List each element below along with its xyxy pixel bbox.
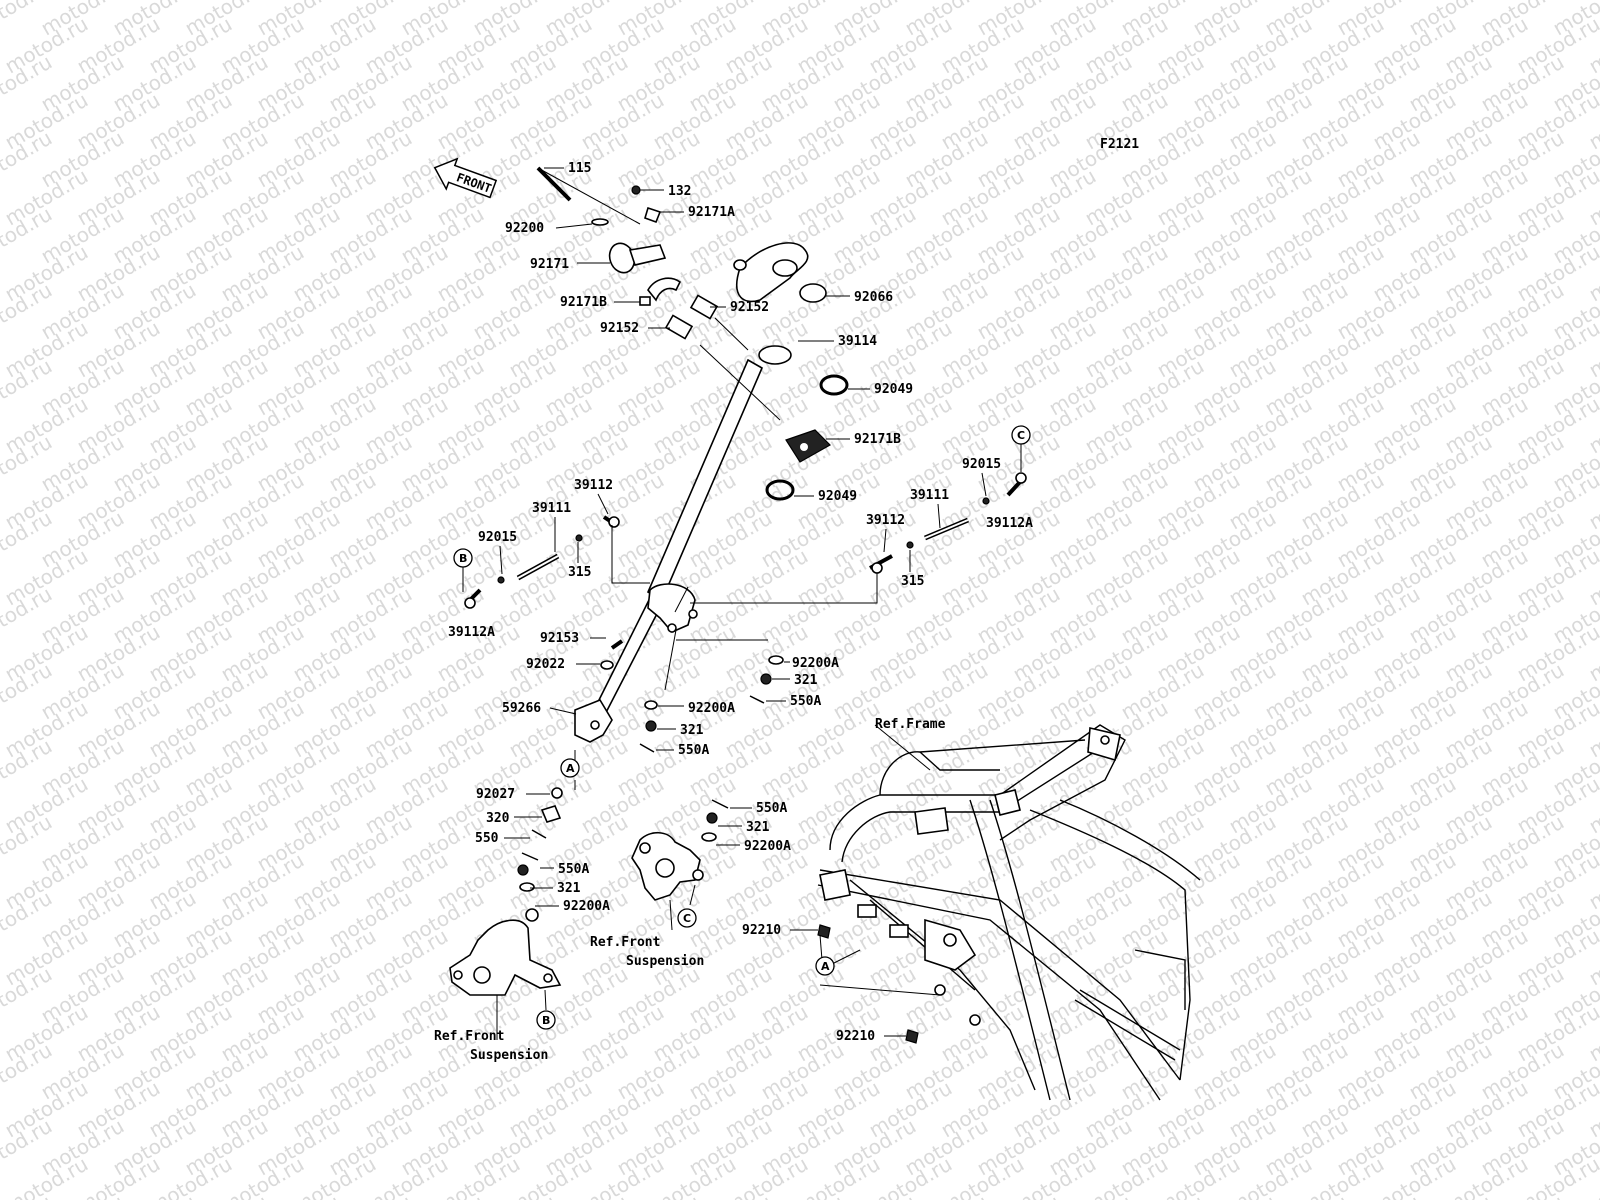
figure-code: F2121	[1100, 137, 1139, 152]
part-label-92171B-top: 92171B	[560, 295, 607, 310]
part-label-92015-right: 92015	[962, 457, 1001, 472]
right-knuckle-drawing	[631, 799, 729, 931]
part-label-92171B-mid: 92171B	[854, 432, 901, 447]
part-label-39114: 39114	[838, 334, 877, 349]
part-label-321-a: 321	[794, 673, 818, 688]
callout-a-top: A	[560, 758, 580, 778]
part-label-132: 132	[668, 184, 691, 199]
part-label-550A-c: 550A	[558, 862, 589, 877]
callout-c-top: C	[1011, 425, 1031, 472]
part-label-92200: 92200	[505, 221, 544, 236]
svg-text:B: B	[459, 552, 467, 565]
left-knuckle-drawing	[449, 852, 562, 1040]
part-label-550A-b: 550A	[678, 743, 709, 758]
front-arrow-icon: FRONT	[433, 157, 498, 199]
part-label-321-b: 321	[680, 723, 704, 738]
part-label-550A-d: 550A	[756, 801, 787, 816]
part-label-92200A-d: 92200A	[744, 839, 791, 854]
ref-front-suspension-left-line2: Suspension	[470, 1048, 548, 1063]
part-label-92049-a: 92049	[874, 382, 913, 397]
ref-frame-label: Ref.Frame	[875, 717, 946, 732]
part-label-39112-left: 39112	[574, 478, 613, 493]
ref-front-suspension-right-line2: Suspension	[626, 954, 704, 969]
frame-drawing	[817, 724, 1201, 1101]
callout-b-top: B	[453, 548, 473, 592]
callout-c-bottom: C	[677, 908, 697, 928]
part-label-39112A-right: 39112A	[986, 516, 1033, 531]
part-label-39112A-left: 39112A	[448, 625, 495, 640]
part-labels: 115 132 92171A 92200 92171 92171B 92152 …	[448, 161, 1033, 1044]
svg-text:A: A	[566, 762, 575, 775]
part-label-92027: 92027	[476, 787, 515, 802]
steering-shaft-assembly	[464, 166, 1027, 839]
part-label-321-d: 321	[746, 820, 770, 835]
part-label-92049-b: 92049	[818, 489, 857, 504]
svg-text:C: C	[683, 912, 691, 925]
svg-text:B: B	[542, 1014, 550, 1027]
part-label-92152-a: 92152	[730, 300, 769, 315]
part-label-39111-left: 39111	[532, 501, 571, 516]
svg-text:C: C	[1017, 429, 1025, 442]
part-label-92066: 92066	[854, 290, 893, 305]
part-label-321-c: 321	[557, 881, 581, 896]
part-label-92152-b: 92152	[600, 321, 639, 336]
ref-front-suspension-right-line1: Ref.Front	[590, 935, 660, 950]
part-label-92022: 92022	[526, 657, 565, 672]
reference-labels: Ref.Frame Ref.Front Suspension Ref.Front…	[434, 717, 946, 1063]
part-label-92153: 92153	[540, 631, 579, 646]
part-label-39111-right: 39111	[910, 488, 949, 503]
part-label-92210-a: 92210	[742, 923, 781, 938]
part-label-315-left: 315	[568, 565, 591, 580]
part-label-92200A-a: 92200A	[792, 656, 839, 671]
part-label-115: 115	[568, 161, 591, 176]
part-label-92210-b: 92210	[836, 1029, 875, 1044]
part-label-550A-a: 550A	[790, 694, 821, 709]
part-label-92171: 92171	[530, 257, 569, 272]
part-label-59266: 59266	[502, 701, 541, 716]
part-label-315-right: 315	[901, 574, 924, 589]
part-label-92200A-b: 92200A	[688, 701, 735, 716]
callout-b-bottom: B	[536, 1010, 556, 1030]
callout-a-bottom: A	[815, 956, 835, 976]
ref-front-suspension-left-line1: Ref.Front	[434, 1029, 504, 1044]
part-label-92015-left: 92015	[478, 530, 517, 545]
part-label-550: 550	[475, 831, 499, 846]
part-label-39112-right: 39112	[866, 513, 905, 528]
svg-text:A: A	[821, 960, 830, 973]
part-label-92171A: 92171A	[688, 205, 735, 220]
part-label-320: 320	[486, 811, 510, 826]
part-label-92200A-c: 92200A	[563, 899, 610, 914]
